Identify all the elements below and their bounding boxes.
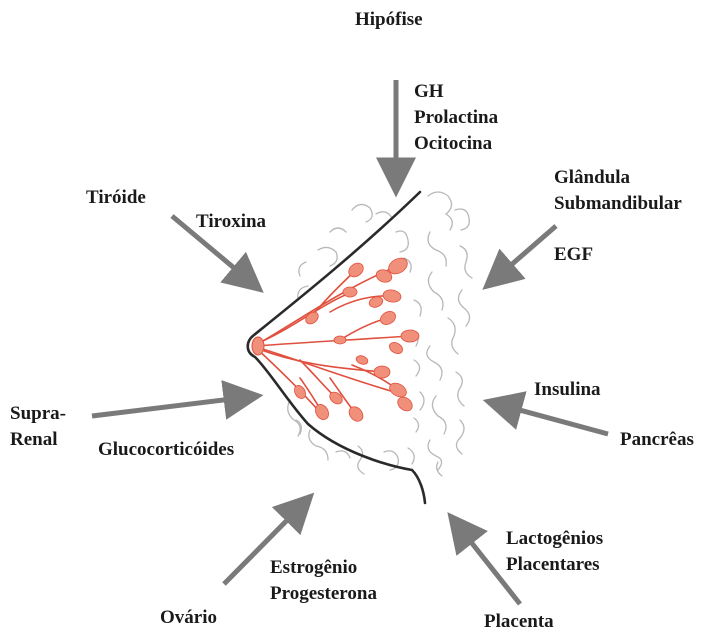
hormone-arrows bbox=[92, 80, 608, 604]
label-estrogenio: Estrogênio bbox=[270, 556, 357, 580]
arrow-supra-renal bbox=[92, 396, 256, 416]
label-placenta: Placenta bbox=[484, 610, 554, 634]
label-tiroxina: Tiroxina bbox=[196, 210, 266, 234]
arrow-pancreas bbox=[490, 402, 608, 434]
label-glandula: Glândula bbox=[554, 166, 630, 190]
label-submandibular: Submandibular bbox=[554, 192, 682, 216]
label-egf: EGF bbox=[554, 243, 593, 267]
duct-system bbox=[256, 265, 410, 414]
label-tiroide: Tiróide bbox=[86, 186, 146, 210]
label-progesterona: Progesterona bbox=[270, 582, 377, 606]
label-gh: GH bbox=[414, 80, 444, 104]
label-lactogenios: Lactogênios bbox=[506, 527, 603, 551]
label-renal: Renal bbox=[10, 428, 58, 452]
label-placentares: Placentares bbox=[506, 553, 600, 577]
label-glucocorticoides: Glucocorticóides bbox=[98, 438, 234, 462]
label-hipofise: Hipófise bbox=[355, 8, 423, 32]
nipple bbox=[252, 337, 264, 355]
label-insulina: Insulina bbox=[534, 378, 601, 402]
label-pancreas: Pancrêas bbox=[620, 428, 694, 452]
lobule-pattern bbox=[288, 192, 472, 476]
label-prolactina: Prolactina bbox=[414, 106, 498, 130]
label-ocitocina: Ocitocina bbox=[414, 132, 492, 156]
label-supra: Supra- bbox=[10, 402, 66, 426]
arrow-glandula-submandibular bbox=[488, 226, 556, 285]
label-ovario: Ovário bbox=[160, 606, 217, 630]
